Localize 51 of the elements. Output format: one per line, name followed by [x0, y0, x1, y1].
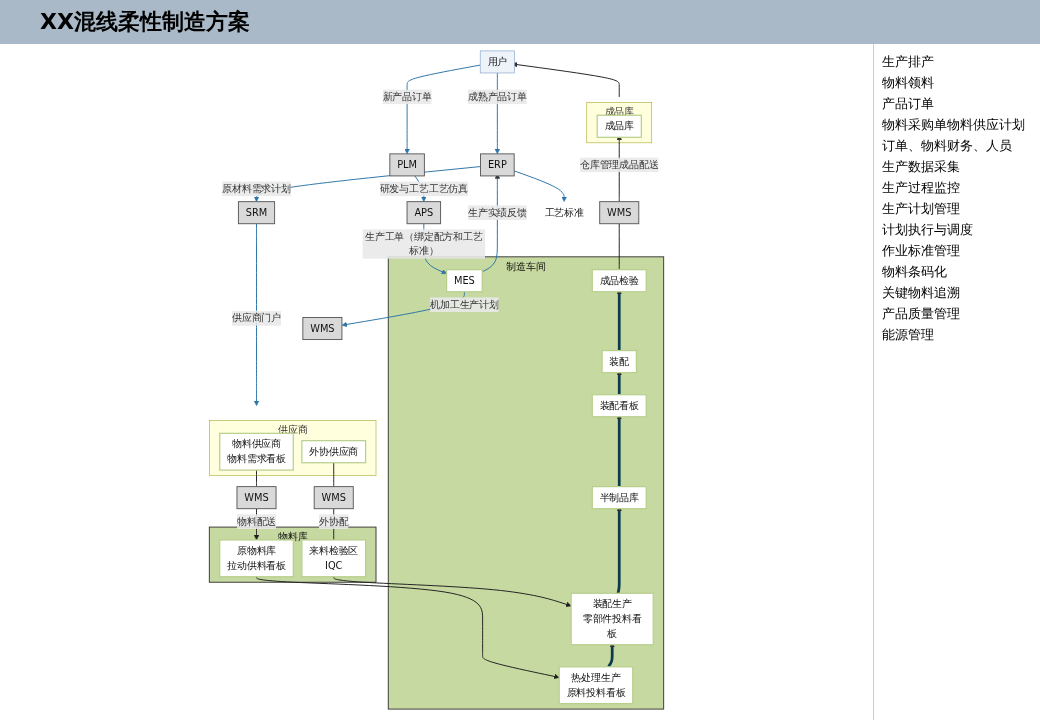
note-text: 订单、物料财务、人员	[882, 137, 1013, 155]
node-box: 成品检验	[591, 269, 647, 293]
note-text: 能源管理	[882, 326, 935, 344]
node-box: ERP	[480, 153, 515, 177]
node-box: 热处理生产 原料投料看板	[558, 666, 634, 705]
node-box: WMS	[313, 486, 354, 510]
node-box: APS	[406, 201, 442, 225]
node-box: 用户	[479, 50, 515, 74]
note-text: 计划执行与调度	[882, 221, 974, 239]
connector	[256, 469, 257, 488]
edge-label: 机加工生产计划	[430, 298, 499, 311]
connector	[618, 223, 620, 271]
edge-label: 原材料需求计划	[222, 182, 291, 195]
note-text: 物料采购单物料供应计划	[882, 116, 1026, 134]
edge-label: 外协配	[319, 515, 349, 528]
node-box: 来料检验区 IQC	[301, 539, 367, 578]
edge-label: 生产工单（绑定配方和工艺标准）	[364, 230, 483, 257]
node-box: 装配	[601, 349, 638, 374]
node-box: WMS	[599, 201, 640, 225]
edge-label: 成熟产品订单	[467, 90, 527, 103]
node-box: WMS	[302, 317, 343, 340]
edge-label: 生产实绩反馈	[467, 206, 527, 219]
note-text: 生产排产	[882, 53, 935, 71]
node-box: 物料供应商 物料需求看板	[219, 432, 294, 471]
node-box: 成品库	[596, 114, 642, 138]
node-box: SRM	[237, 201, 276, 225]
note-text: 产品质量管理	[882, 305, 961, 323]
node-box: PLM	[389, 153, 425, 177]
node-box: MES	[446, 269, 483, 293]
node-box: 外协供应商	[301, 440, 367, 464]
node-box: WMS	[236, 486, 277, 510]
node-text: 工艺标准	[544, 206, 584, 219]
edge-label: 研发与工艺工艺仿真	[379, 182, 468, 195]
node-box: 半制品库	[591, 486, 647, 510]
note-text: 物料条码化	[882, 263, 948, 281]
note-text: 生产过程监控	[882, 179, 961, 197]
edge-label: 新产品订单	[382, 90, 432, 103]
edge-label: 仓库管理成品配送	[580, 158, 659, 171]
note-text: 生产数据采集	[882, 158, 961, 176]
note-text: 作业标准管理	[882, 242, 961, 260]
node-box: 装配看板	[591, 394, 647, 418]
connector	[333, 462, 335, 488]
note-text: 产品订单	[882, 95, 935, 113]
node-box: 原物料库 拉动供料看板	[219, 539, 294, 578]
note-text: 生产计划管理	[882, 200, 961, 218]
title: XX混线柔性制造方案	[40, 8, 250, 36]
note-text: 物料领料	[882, 74, 935, 92]
edge-label: 物料配送	[236, 515, 277, 528]
note-text: 关键物料追溯	[882, 284, 961, 302]
node-box: 装配生产 零部件投料看板	[570, 592, 654, 646]
edge-label: 供应商门户	[232, 312, 282, 324]
